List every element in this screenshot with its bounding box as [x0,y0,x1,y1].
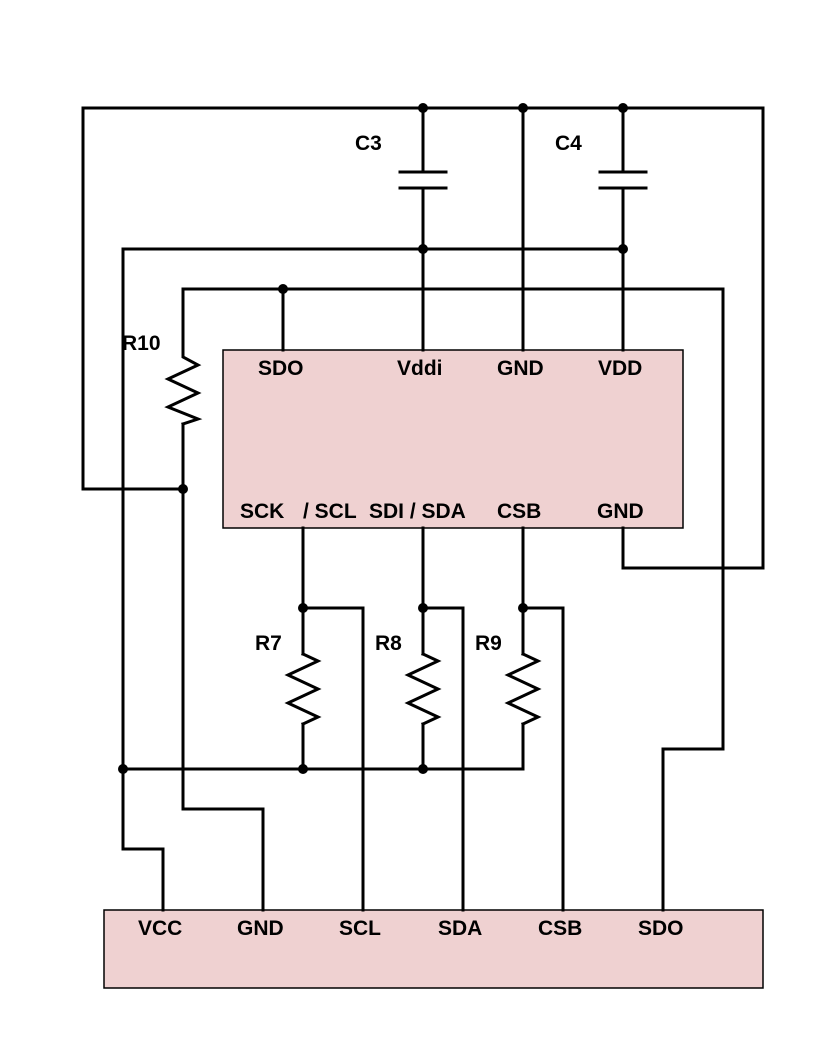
label-r9: R9 [475,632,502,655]
junctions [118,103,628,774]
wire-top-rail [81,106,765,570]
resistor-r9 [504,652,542,726]
connector-pin-vcc: VCC [138,917,182,940]
junction-dot [518,103,528,113]
resistor-r10 [164,348,203,426]
junction-dot [518,603,528,613]
label-c4: C4 [555,132,582,155]
wire-vcc-rail [121,247,625,912]
label-r7: R7 [255,632,282,655]
junction-dot [418,603,428,613]
ic-pin-csb: CSB [497,500,541,523]
ic-pin-gnd-top: GND [497,357,544,380]
resistor-r7 [284,652,322,726]
connector-pin-scl: SCL [339,917,381,940]
junction-dot [298,603,308,613]
junction-dot [178,484,188,494]
ic-pin-sdi-sda: SDI / SDA [369,500,466,523]
connector-pin-sdo: SDO [638,917,684,940]
junction-dot [418,244,428,254]
capacitor-c4 [598,170,648,190]
wire-pullup-rail [121,722,525,771]
sensor-ic-block [222,349,684,529]
label-r10: R10 [122,332,161,355]
label-c3: C3 [355,132,382,155]
junction-dot [418,103,428,113]
ic-pin-sdo: SDO [258,357,304,380]
wire-scl-bus [301,606,365,912]
wire-csb-bus [521,606,565,912]
capacitor-c3 [398,170,448,190]
ic-pin-gnd-bottom: GND [597,500,644,523]
wire-sdo-rail [181,287,725,912]
junction-dot [298,764,308,774]
wire-sda-bus [421,606,465,912]
connector-pin-sda: SDA [438,917,482,940]
junction-dot [618,103,628,113]
ic-pin-scl: / SCL [303,500,357,523]
junction-dot [278,284,288,294]
connector-pin-csb: CSB [538,917,582,940]
connector-pin-gnd: GND [237,917,284,940]
wires [81,106,765,912]
resistor-r8 [404,652,442,726]
junction-dot [418,764,428,774]
ic-pin-vdd: VDD [598,357,642,380]
ic-pin-vddi: Vddi [397,357,443,380]
wire-r10-gnd [181,422,265,912]
ic-pin-sck: SCK [240,500,284,523]
connector-block [103,909,764,989]
junction-dot [118,764,128,774]
label-r8: R8 [375,632,402,655]
junction-dot [618,244,628,254]
